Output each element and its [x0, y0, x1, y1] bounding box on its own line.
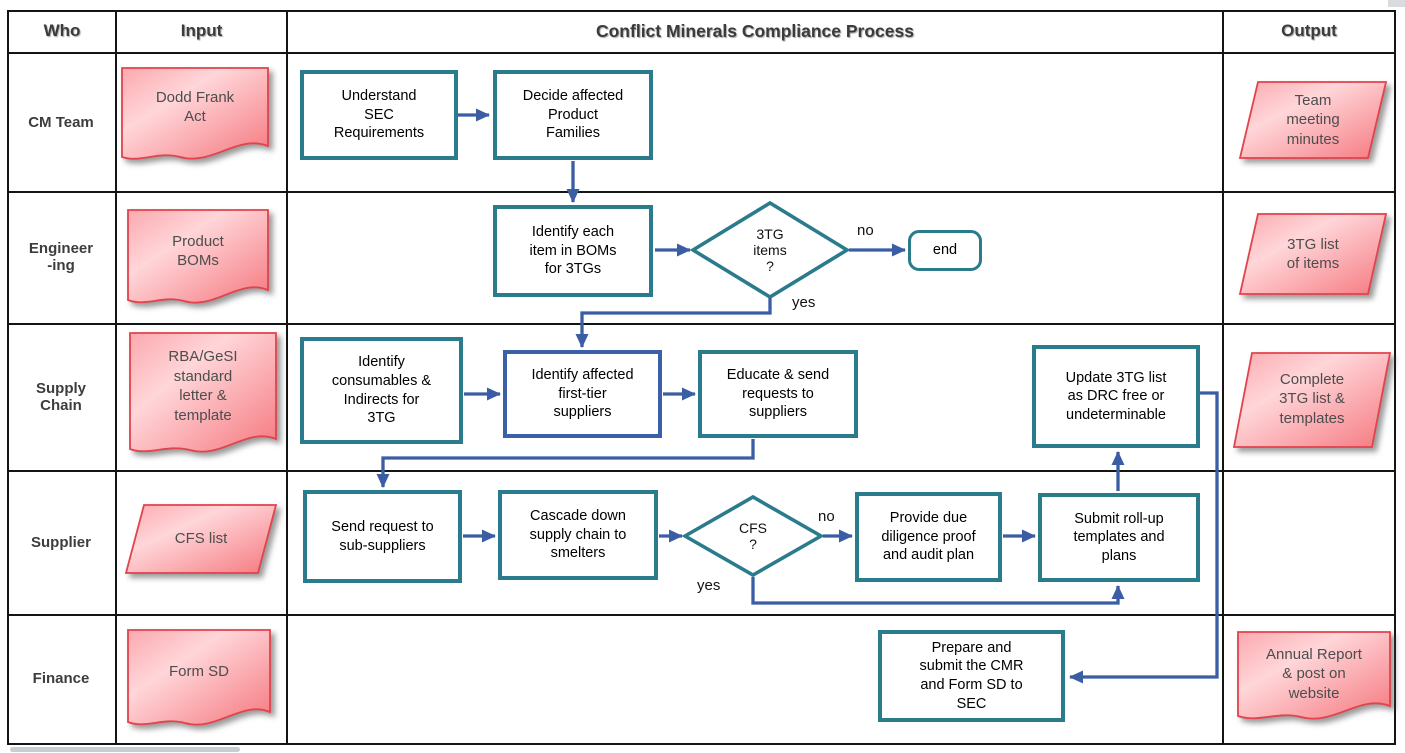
header-input: Input — [180, 21, 223, 40]
lane-label-engineering: Engineer -ing — [28, 240, 94, 274]
input-doc-dodd-frank — [121, 67, 269, 160]
input-doc-form-sd — [127, 629, 271, 726]
table-border-left — [7, 10, 9, 745]
output-label-annual-report: Annual Report & post on website — [1266, 645, 1362, 702]
arrow-3tg-yes-to-first-tier — [575, 298, 772, 348]
decision-cfs — [681, 494, 825, 578]
table-border-right — [1394, 10, 1396, 745]
lane-label-supplier: Supplier — [30, 533, 91, 551]
corner-sliver — [1388, 0, 1405, 7]
node-understand-sec: Understand SEC Requirements — [300, 70, 458, 160]
node-prepare-submit: Prepare and submit the CMR and Form SD t… — [878, 630, 1065, 722]
edge-label-no-cfs: no — [818, 508, 835, 525]
input-doc-product-boms — [127, 209, 269, 304]
output-parallelogram-complete-3tg — [1232, 352, 1392, 448]
table-border-top — [7, 10, 1396, 12]
lane-divider-2 — [7, 323, 1396, 325]
node-provide-due: Provide due diligence proof and audit pl… — [855, 492, 1002, 582]
lane-divider-3 — [7, 470, 1396, 472]
edge-label-yes-cfs: yes — [697, 577, 721, 594]
input-doc-rba-gesi — [129, 332, 277, 453]
horizontal-scrollbar[interactable] — [10, 747, 240, 752]
col-divider-output — [1222, 10, 1224, 745]
table-border-header — [7, 52, 1396, 54]
input-parallelogram-cfs-list — [124, 504, 278, 574]
node-educate-send: Educate & send requests to suppliers — [698, 350, 858, 438]
node-cascade-down: Cascade down supply chain to smelters — [498, 490, 658, 580]
decision-3tg-items-label: 3TG items ? — [753, 225, 787, 275]
table-border-bottom — [7, 743, 1396, 745]
input-label-rba-gesi: RBA/GeSI standard letter & template — [168, 348, 238, 424]
node-identify-consumables: Identify consumables & Indirects for 3TG — [300, 337, 463, 444]
edge-label-yes-3tg: yes — [792, 294, 816, 311]
output-label-complete-3tg: Complete 3TG list & templates — [1279, 370, 1345, 427]
input-label-product-boms: Product BOMs — [172, 232, 224, 270]
decision-cfs-label: CFS ? — [739, 519, 767, 552]
lane-divider-1 — [7, 191, 1396, 193]
output-parallelogram-team-minutes — [1238, 81, 1388, 159]
page-title: Conflict Minerals Compliance Process — [595, 20, 914, 41]
input-label-cfs-list: CFS list — [174, 530, 228, 548]
arrow-cfs-yes-to-submit — [751, 577, 1125, 605]
node-send-request: Send request to sub-suppliers — [303, 490, 462, 583]
input-label-form-sd: Form SD — [169, 663, 229, 681]
node-update-3tg: Update 3TG list as DRC free or undetermi… — [1032, 345, 1200, 448]
node-decide-families: Decide affected Product Families — [493, 70, 653, 160]
node-end: end — [908, 230, 982, 271]
lane-label-finance: Finance — [32, 670, 90, 687]
header-output: Output — [1281, 21, 1337, 40]
arrow-update-to-prepare — [1069, 391, 1219, 684]
col-divider-input — [286, 10, 288, 745]
lane-label-cm-team: CM Team — [28, 113, 94, 131]
node-identify-items: Identify each item in BOMs for 3TGs — [493, 205, 653, 297]
edge-label-no-3tg: no — [857, 222, 874, 239]
lane-label-supply-chain: Supply Chain — [35, 379, 86, 414]
node-identify-first-tier: Identify affected first-tier suppliers — [503, 350, 662, 438]
output-doc-annual-report — [1237, 631, 1391, 720]
node-submit-rollup: Submit roll-up templates and plans — [1038, 493, 1200, 582]
lane-divider-4 — [7, 614, 1396, 616]
input-label-dodd-frank: Dodd Frank Act — [155, 88, 235, 126]
header-who: Who — [43, 21, 81, 40]
output-parallelogram-3tg-list — [1238, 213, 1388, 295]
output-label-3tg-list: 3TG list of items — [1286, 235, 1340, 273]
output-label-team-minutes: Team meeting minutes — [1286, 91, 1340, 148]
col-divider-who — [115, 10, 117, 745]
decision-3tg-items — [689, 200, 851, 300]
arrow-educate-to-send-request — [376, 439, 755, 488]
